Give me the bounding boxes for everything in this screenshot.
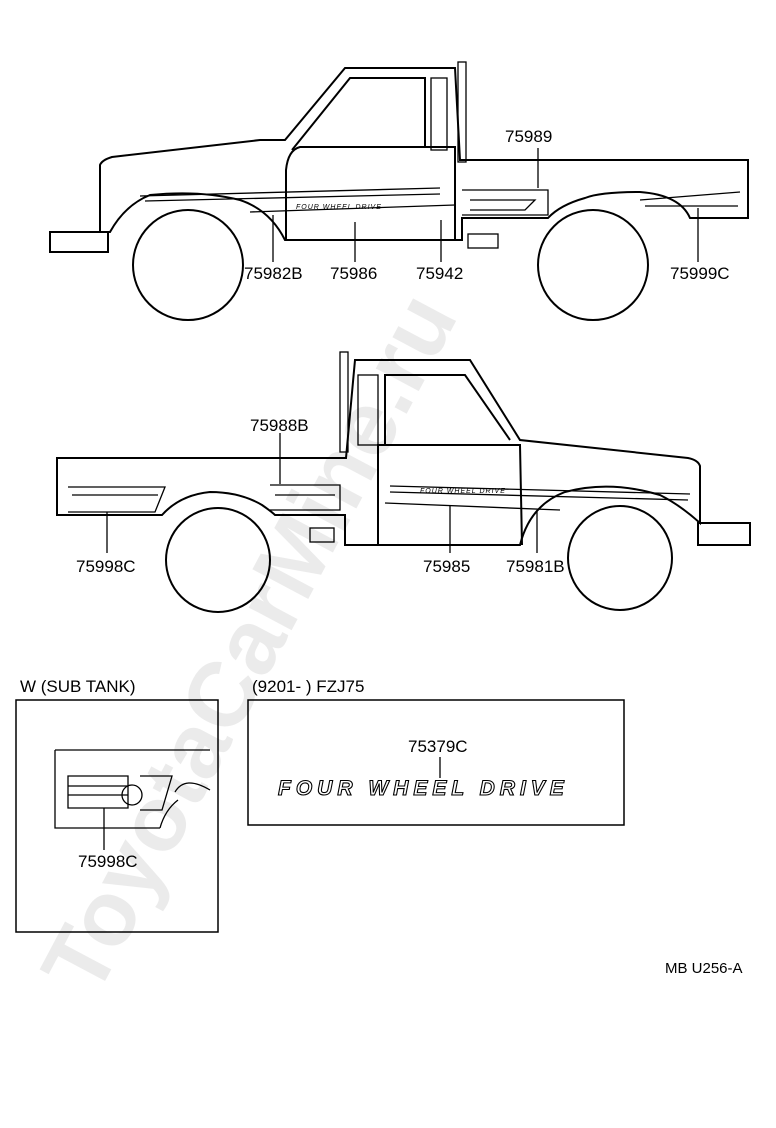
- upper-body-outline: [99, 67, 749, 241]
- sub-tank-detail: [54, 749, 211, 850]
- part-label-75988b: 75988B: [250, 416, 309, 435]
- part-label-75985: 75985: [423, 557, 470, 576]
- emblem-frame: [247, 699, 625, 826]
- lower-front-bumper: [697, 522, 751, 546]
- part-label-75981b: 75981B: [506, 557, 565, 576]
- sub-tank-frame: [15, 699, 219, 933]
- part-label-75999c: 75999C: [670, 264, 730, 283]
- sub-tank-part-label: 75998C: [78, 852, 138, 871]
- emblem-range-label: (9201- ) FZJ75: [252, 677, 364, 696]
- upper-rear-wheel: [537, 209, 649, 321]
- upper-side-stripe: [139, 187, 441, 197]
- lower-rear-wheel: [165, 507, 271, 613]
- lower-rear-window: [357, 374, 379, 446]
- part-label-75998c: 75998C: [76, 557, 136, 576]
- emblem-part-label: 75379C: [408, 737, 468, 756]
- lower-body-outline: [56, 359, 701, 546]
- upper-front-wheel: [132, 209, 244, 321]
- sub-tank-title: W (SUB TANK): [20, 677, 136, 696]
- upper-window: [291, 77, 426, 151]
- part-label-75942: 75942: [416, 264, 463, 283]
- lower-tank: [309, 527, 335, 543]
- lower-window: [384, 374, 511, 445]
- upper-rear-window: [430, 77, 448, 151]
- lower-side-stripe: [389, 485, 691, 495]
- upper-truck-drawing: FOUR WHEEL DRIVE: [49, 61, 749, 321]
- upper-door-text: FOUR WHEEL DRIVE: [296, 204, 382, 211]
- lower-bed-panel: [270, 484, 341, 511]
- lower-door-text: FOUR WHEEL DRIVE: [420, 488, 506, 495]
- lower-truck-drawing: FOUR WHEEL DRIVE: [56, 351, 751, 613]
- part-label-75989: 75989: [505, 127, 552, 146]
- watermark: ToyotaCarMine.ru: [23, 277, 477, 1009]
- upper-tank: [467, 233, 499, 249]
- upper-bed-panel: [462, 189, 549, 216]
- part-label-75982b: 75982B: [244, 264, 303, 283]
- lower-exhaust-stack: [339, 351, 349, 453]
- diagram-code: MB U256-A: [665, 960, 743, 977]
- upper-front-bumper: [49, 231, 109, 253]
- upper-exhaust-stack: [457, 61, 467, 163]
- lower-front-wheel: [567, 505, 673, 611]
- part-label-75986: 75986: [330, 264, 377, 283]
- upper-door: [285, 146, 456, 240]
- emblem-four-wheel-drive-text: FOUR WHEEL DRIVE: [278, 777, 569, 800]
